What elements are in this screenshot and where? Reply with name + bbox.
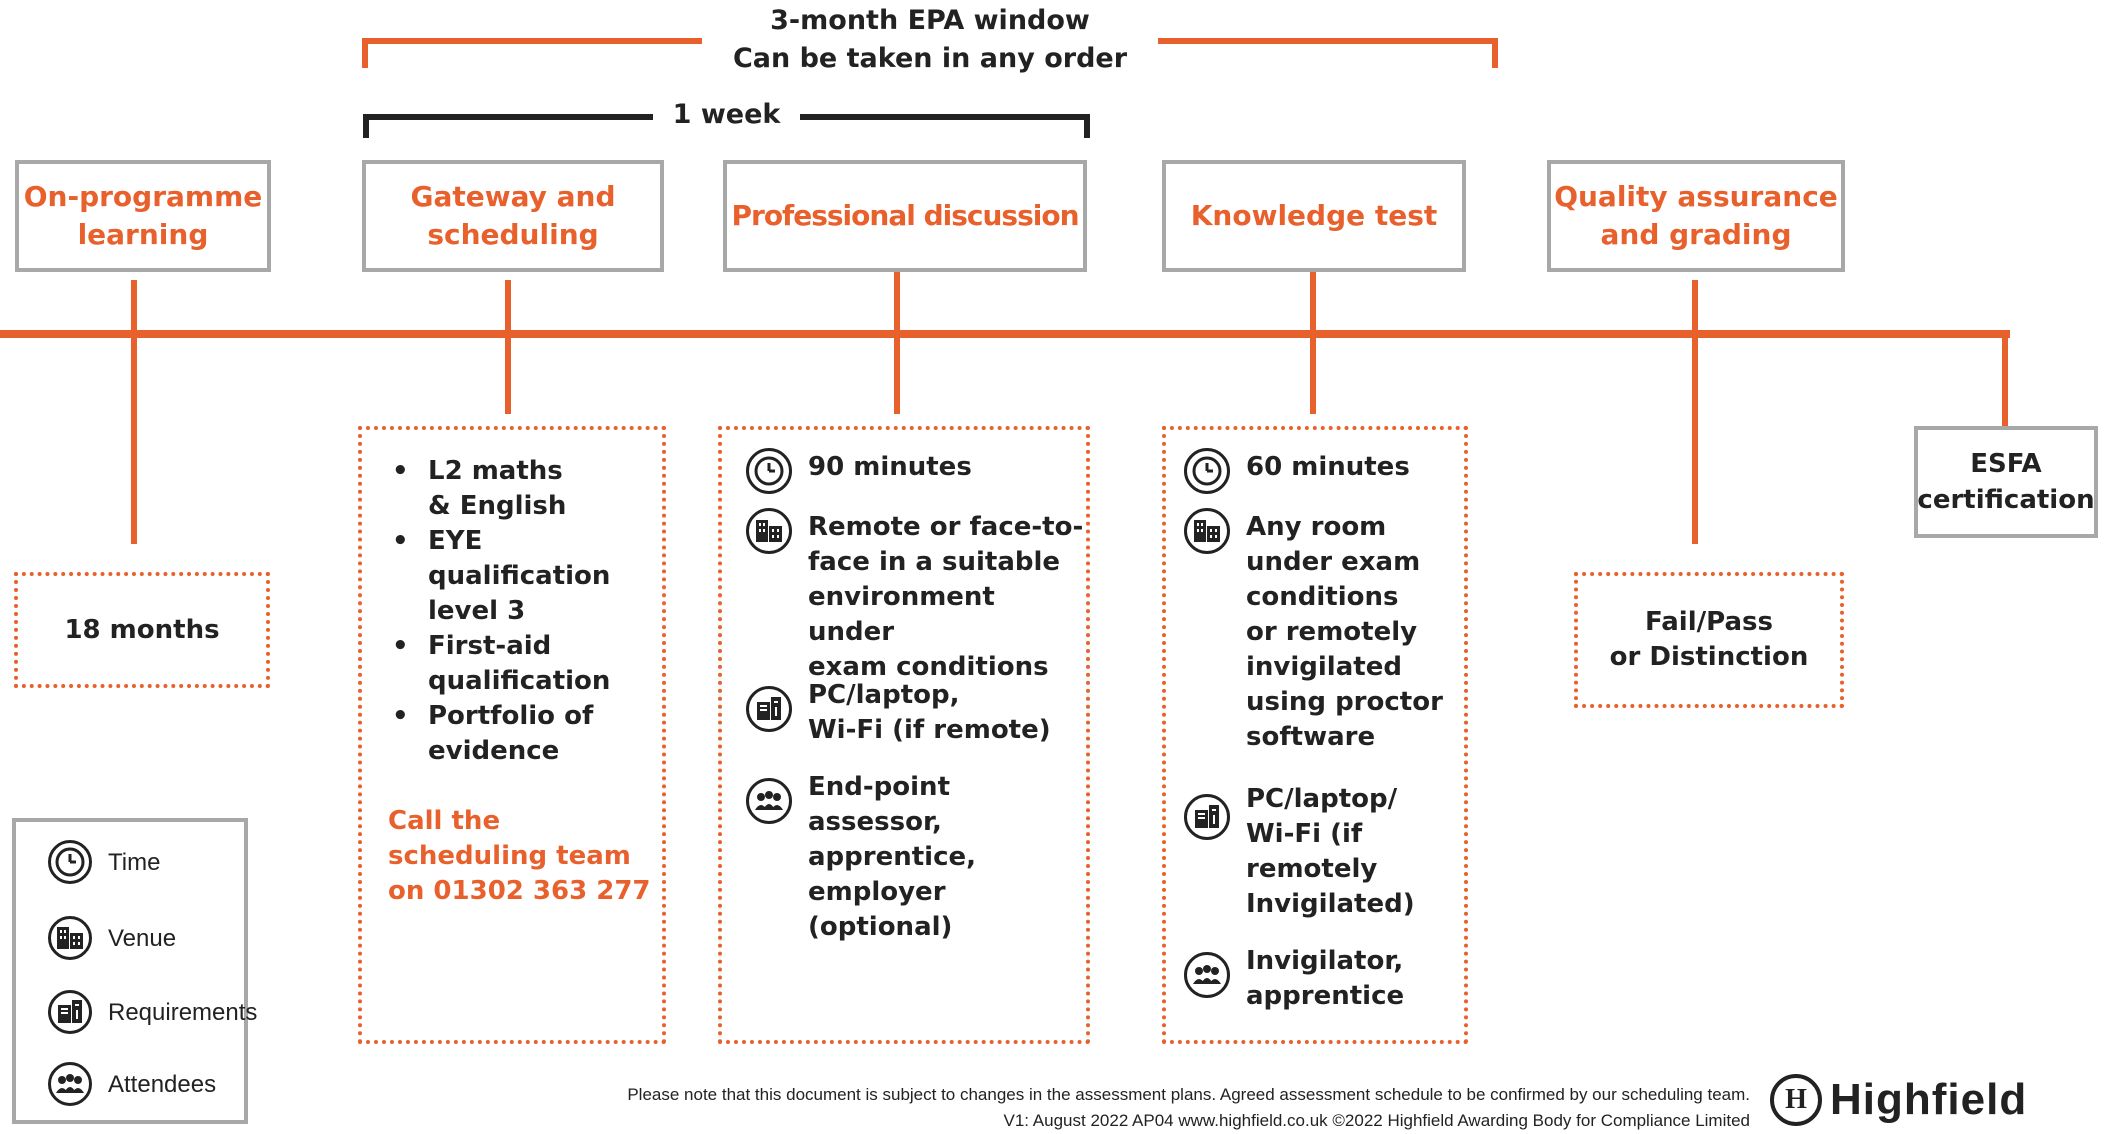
pd-attendees-row: End-point assessor,apprentice,employer (…	[746, 770, 1086, 945]
kt-attendees-row: Invigilator,apprentice	[1184, 944, 1404, 1014]
legend-time: Time	[48, 840, 160, 884]
pd-time-row: 90 minutes	[746, 448, 972, 494]
stage-knowledge-test: Knowledge test	[1162, 160, 1466, 272]
gateway-details-box: L2 maths& English EYEqualificationlevel …	[358, 426, 666, 1044]
duration-label: 18 months	[64, 614, 220, 645]
scheduling-call-text: Call the scheduling team on 01302 363 27…	[388, 806, 651, 906]
highfield-logo: H Highfield	[1770, 1074, 2027, 1126]
footer-note: Please note that this document is subjec…	[627, 1085, 1750, 1130]
building-icon	[48, 916, 92, 960]
clock-icon	[746, 448, 792, 494]
people-icon	[48, 1062, 92, 1106]
people-icon	[746, 778, 792, 824]
timeline	[0, 330, 2010, 338]
one-week-label: 1 week	[672, 99, 781, 130]
document-icon	[1184, 794, 1230, 840]
duration-box: 18 months	[14, 572, 270, 688]
legend-venue: Venue	[48, 916, 176, 960]
pd-requirements-row: PC/laptop,Wi-Fi (if remote)	[746, 678, 1051, 748]
clock-icon	[48, 840, 92, 884]
legend-box	[12, 818, 248, 1124]
professional-discussion-details-box: 90 minutes Remote or face-to-face in a s…	[718, 426, 1090, 1044]
list-item: L2 maths& English	[372, 454, 610, 524]
shield-icon: H	[1770, 1074, 1822, 1126]
document-icon	[48, 990, 92, 1034]
legend-requirements: Requirements	[48, 990, 257, 1034]
document-icon	[746, 686, 792, 732]
epa-window-title: 3-month EPA window Can be taken in any o…	[702, 2, 1158, 78]
kt-time-row: 60 minutes	[1184, 448, 1410, 494]
legend-attendees: Attendees	[48, 1062, 216, 1106]
building-icon	[1184, 508, 1230, 554]
epa-window-line1: 3-month EPA window	[770, 5, 1090, 36]
epa-window-line2: Can be taken in any order	[732, 43, 1128, 74]
building-icon	[746, 508, 792, 554]
people-icon	[1184, 952, 1230, 998]
stage-professional-discussion: Professional discussion	[723, 160, 1087, 272]
clock-icon	[1184, 448, 1230, 494]
gateway-requirements-list: L2 maths& English EYEqualificationlevel …	[372, 454, 610, 769]
